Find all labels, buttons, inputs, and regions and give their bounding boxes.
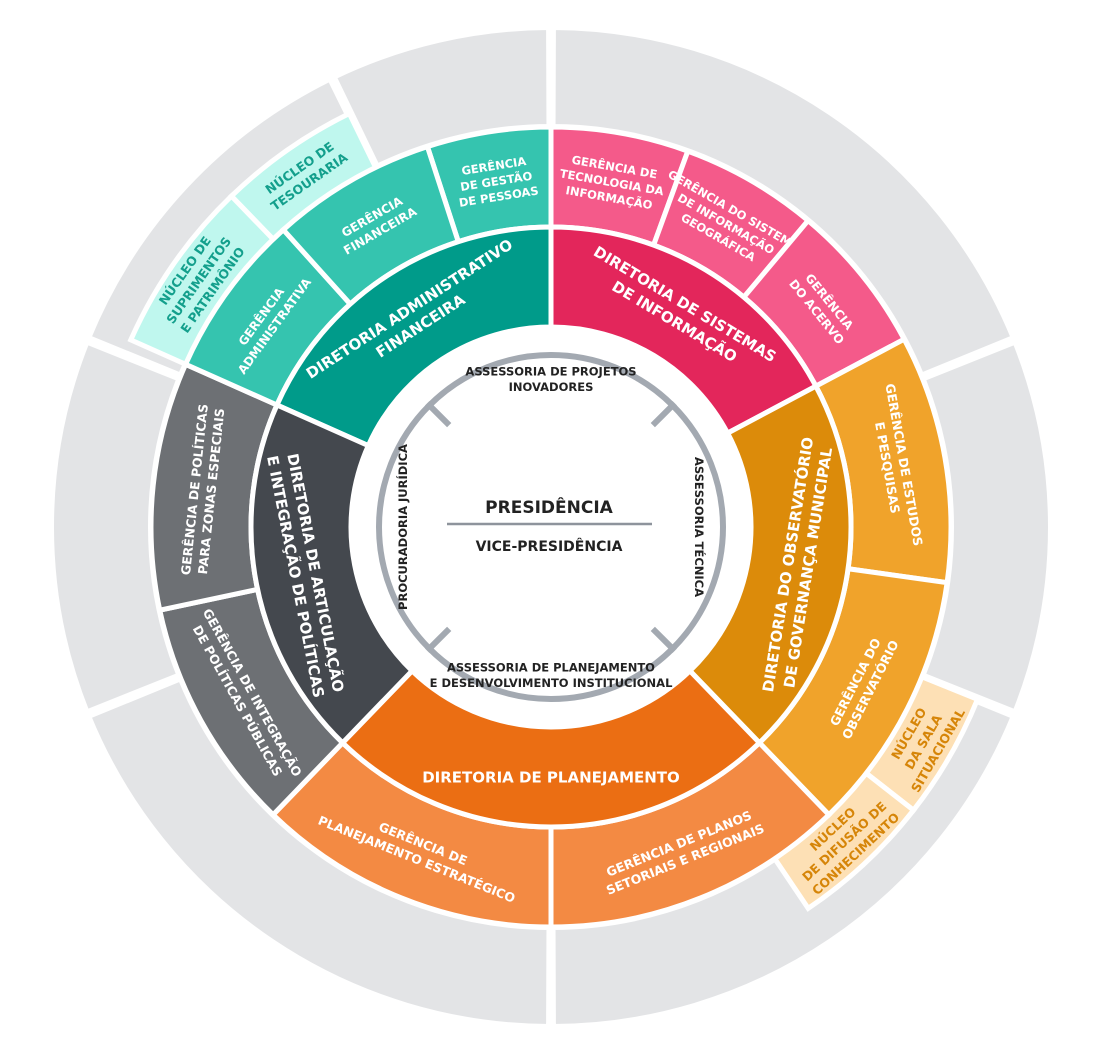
diretoria-planejamento[interactable] — [339, 667, 763, 830]
assessoria-projetos-label-line: ASSESSORIA DE PROJETOS — [465, 364, 636, 378]
assessoria-divider — [425, 626, 452, 653]
assessoria-tecnica-label: ASSESSORIA TÉCNICA — [692, 457, 707, 597]
assessoria-planejamento-label-line: E DESENVOLVIMENTO INSTITUCIONAL — [430, 676, 673, 690]
assessoria-projetos-label-line: INOVADORES — [509, 380, 594, 394]
presidencia-title: PRESIDÊNCIA — [485, 496, 613, 518]
assessoria-projetos-label: ASSESSORIA DE PROJETOS INOVADORES — [465, 364, 636, 394]
assessoria-planejamento-label-line: ASSESSORIA DE PLANEJAMENTO — [447, 660, 655, 674]
assessoria-divider — [650, 626, 677, 653]
diretoria-observatorio[interactable] — [686, 382, 854, 747]
diretoria-planejamento-label-line: DIRETORIA DE PLANEJAMENTO — [422, 768, 680, 786]
inner-ring: ASSESSORIA DE PROJETOSINOVADORESASSESSOR… — [354, 330, 748, 724]
assessoria-tecnica-label-line: ASSESSORIA TÉCNICA — [692, 457, 707, 597]
vice-presidencia-title: VICE-PRESIDÊNCIA — [476, 538, 623, 555]
assessoria-planejamento-label: ASSESSORIA DE PLANEJAMENTO E DESENVOLVIME… — [430, 660, 673, 690]
center-disc — [354, 330, 748, 724]
assessoria-divider — [650, 401, 677, 428]
diretoria-planejamento-label: DIRETORIA DE PLANEJAMENTO — [422, 768, 680, 786]
center-block: PRESIDÊNCIA VICE-PRESIDÊNCIA — [447, 496, 652, 555]
assessoria-juridica-label-line: PROCURADORIA JURÍDICA — [395, 444, 410, 610]
assessoria-divider — [425, 401, 452, 428]
assessoria-ring — [376, 352, 726, 702]
assessoria-juridica-label: PROCURADORIA JURÍDICA — [395, 444, 410, 610]
diretoria-articulacao[interactable] — [248, 401, 416, 747]
